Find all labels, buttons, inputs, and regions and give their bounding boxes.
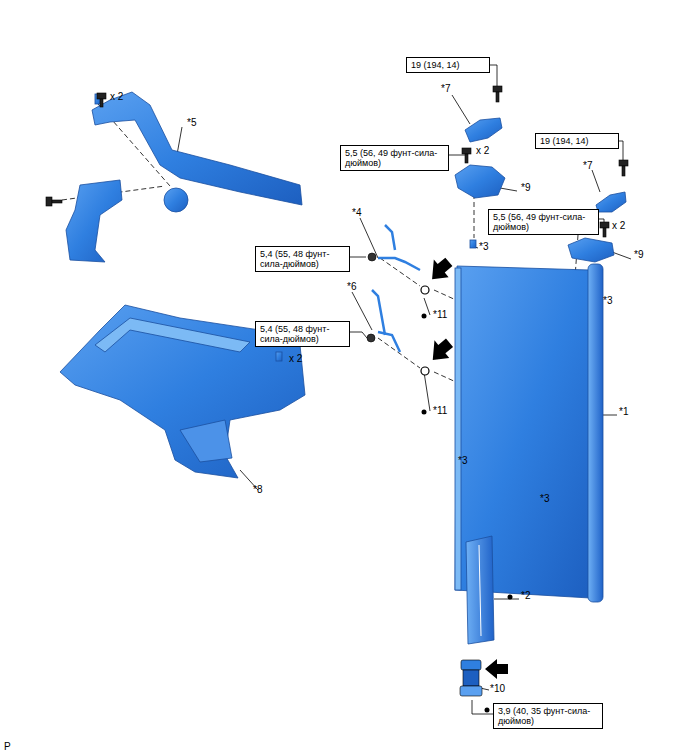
label: x 2 <box>289 353 302 364</box>
callout-number: *2 <box>521 590 530 601</box>
torque-box: 5,4 (55, 48 фунт-сила-дюймов) <box>255 321 350 347</box>
callout-number: *3 <box>458 455 467 466</box>
callout-number: *6 <box>347 281 356 292</box>
torque-spec: 19 (194, 14) <box>540 136 614 146</box>
callout-number: *4 <box>352 207 361 218</box>
torque-spec: 5,5 (56, 49 фунт-сила-дюймов) <box>493 212 594 232</box>
label: x 2 <box>110 91 123 102</box>
torque-box: 3,9 (40, 35 фунт-сила-дюймов) <box>493 703 603 729</box>
torque-spec: 5,4 (55, 48 фунт-сила-дюймов) <box>260 324 345 344</box>
torque-box: 19 (194, 14) <box>535 133 619 149</box>
torque-box: 19 (194, 14) <box>406 57 490 73</box>
callout-number: *1 <box>619 406 628 417</box>
callout-number: *3 <box>603 295 612 306</box>
callout-number: *3 <box>479 241 488 252</box>
callout-number: *11 <box>433 405 447 416</box>
callout-number: *11 <box>433 309 447 320</box>
torque-spec: 5,4 (55, 48 фунт-сила-дюймов) <box>260 249 345 269</box>
torque-box: 5,5 (56, 49 фунт-сила-дюймов) <box>340 145 449 171</box>
label: x 2 <box>612 220 625 231</box>
torque-box: 5,4 (55, 48 фунт-сила-дюймов) <box>255 246 350 272</box>
label: P <box>4 741 11 752</box>
torque-box: 5,5 (56, 49 фунт-сила-дюймов) <box>488 209 599 235</box>
label: x 2 <box>476 145 489 156</box>
callout-number: *8 <box>253 484 262 495</box>
torque-spec: 19 (194, 14) <box>411 60 485 70</box>
callout-number: *5 <box>187 117 196 128</box>
callout-number: *9 <box>634 249 643 260</box>
torque-spec: 5,5 (56, 49 фунт-сила-дюймов) <box>345 148 444 168</box>
callout-number: *10 <box>490 683 505 694</box>
callout-number: *7 <box>441 83 450 94</box>
callout-number: *7 <box>583 160 592 171</box>
callout-number: *9 <box>521 182 530 193</box>
torque-spec: 3,9 (40, 35 фунт-сила-дюймов) <box>498 706 598 726</box>
callout-number: *3 <box>540 493 549 504</box>
